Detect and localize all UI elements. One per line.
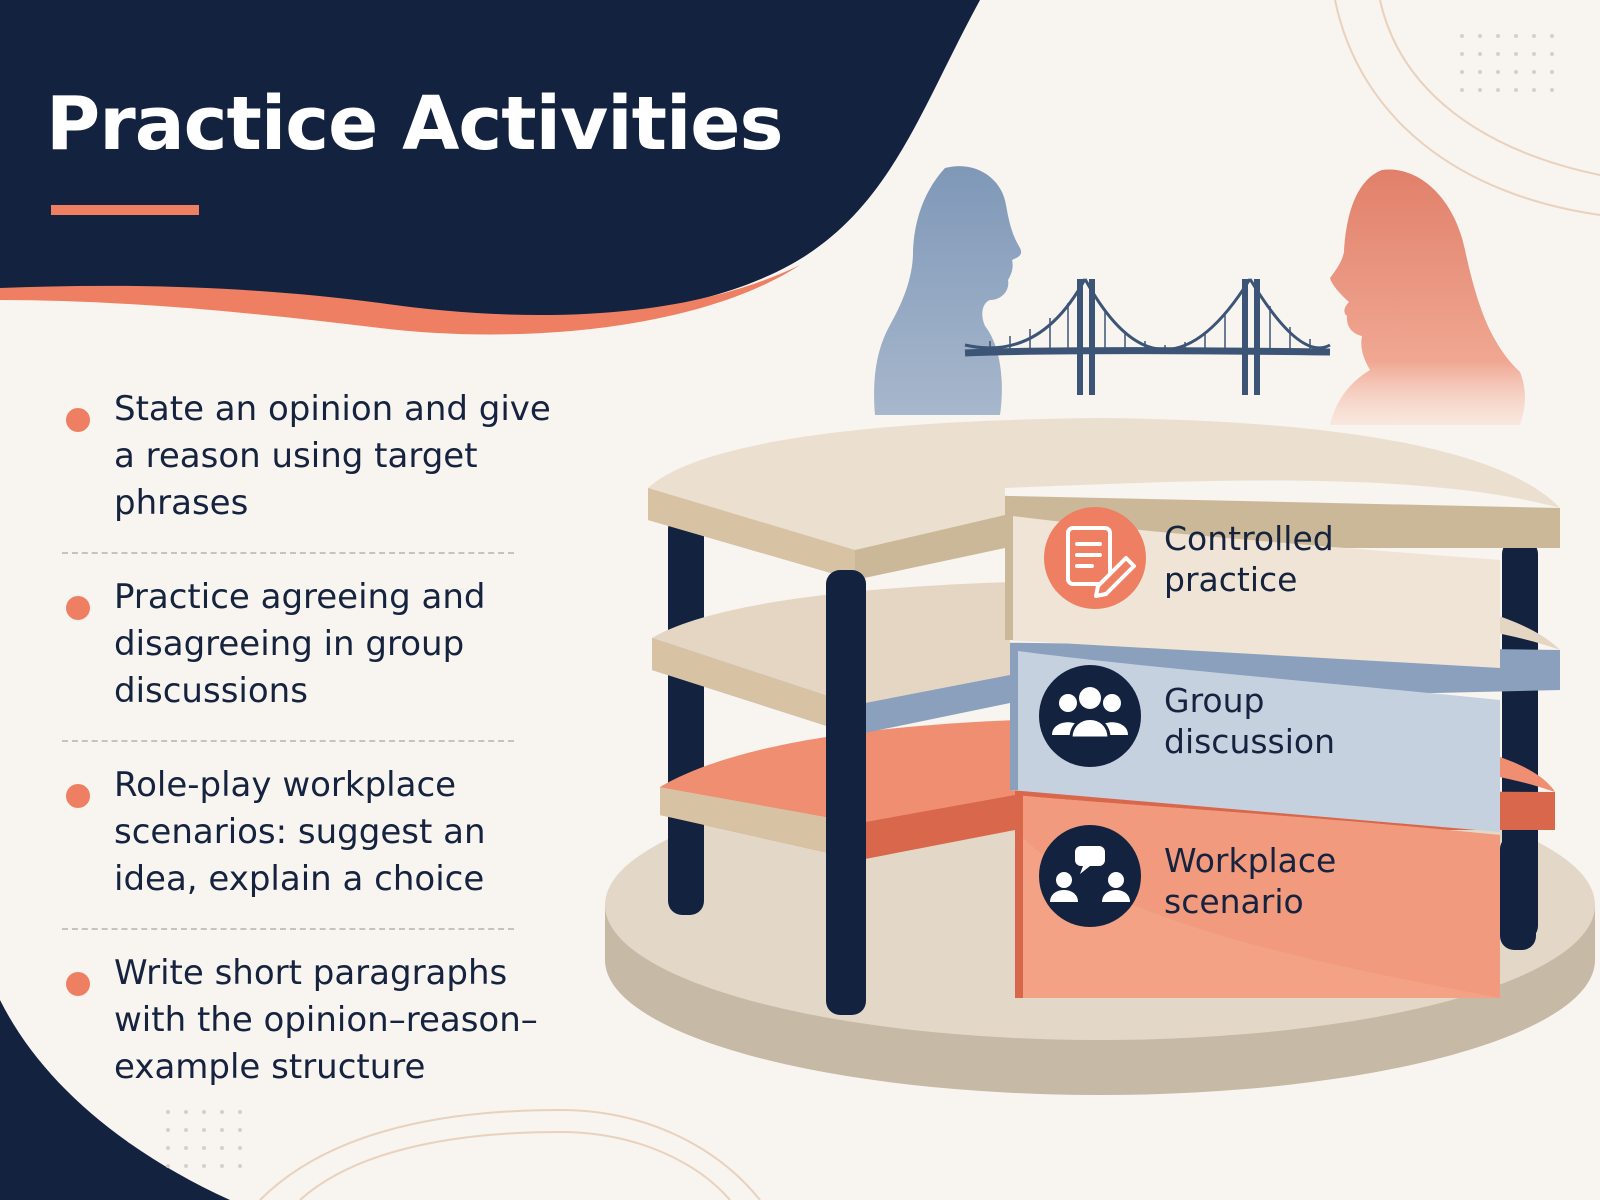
tier-label-group-discussion: Group discussion bbox=[1164, 681, 1336, 761]
corner-navy-shape bbox=[0, 1000, 230, 1200]
page-title: Practice Activities bbox=[46, 81, 784, 167]
activity-text: Practice agreeing and disagreeing in gro… bbox=[114, 577, 486, 711]
activity-text: Role-play workplace scenarios: suggest a… bbox=[114, 765, 486, 899]
divider bbox=[62, 552, 514, 554]
bullet-dot-icon bbox=[66, 596, 90, 620]
decorative-dots-bottom bbox=[166, 1110, 242, 1168]
header-coral-accent bbox=[0, 265, 800, 335]
activity-item: State an opinion and give a reason using… bbox=[62, 386, 562, 574]
decorative-arcs bbox=[259, 0, 1600, 1200]
activity-item: Role-play workplace scenarios: suggest a… bbox=[62, 762, 562, 950]
divider bbox=[62, 740, 514, 742]
activity-text: Write short paragraphs with the opinion–… bbox=[114, 953, 538, 1087]
group-people-icon bbox=[1039, 665, 1141, 767]
bullet-dot-icon bbox=[66, 784, 90, 808]
woman-silhouette-icon bbox=[1330, 169, 1525, 425]
support-post bbox=[668, 515, 704, 915]
activity-item: Write short paragraphs with the opinion–… bbox=[62, 950, 562, 1138]
activity-item: Practice agreeing and disagreeing in gro… bbox=[62, 574, 562, 762]
support-post bbox=[826, 570, 866, 1015]
support-post bbox=[1500, 835, 1536, 950]
tier-label-workplace-scenario: Workplace scenario bbox=[1164, 841, 1337, 921]
bullet-dot-icon bbox=[66, 972, 90, 996]
divider bbox=[62, 928, 514, 930]
tier-label-controlled-practice: Controlled practice bbox=[1164, 519, 1334, 599]
activity-text: State an opinion and give a reason using… bbox=[114, 389, 551, 523]
bullet-dot-icon bbox=[66, 408, 90, 432]
speech-bubble-people-icon bbox=[1039, 825, 1141, 927]
decorative-dots-top bbox=[1460, 34, 1554, 92]
tiered-platform-illustration bbox=[605, 166, 1595, 1095]
bridge-icon bbox=[964, 278, 1331, 395]
document-pencil-icon bbox=[1044, 507, 1146, 609]
header-navy-shape bbox=[0, 0, 980, 317]
man-silhouette-icon bbox=[874, 166, 1022, 415]
title-underline bbox=[51, 205, 199, 215]
activity-list: State an opinion and give a reason using… bbox=[62, 386, 562, 1138]
